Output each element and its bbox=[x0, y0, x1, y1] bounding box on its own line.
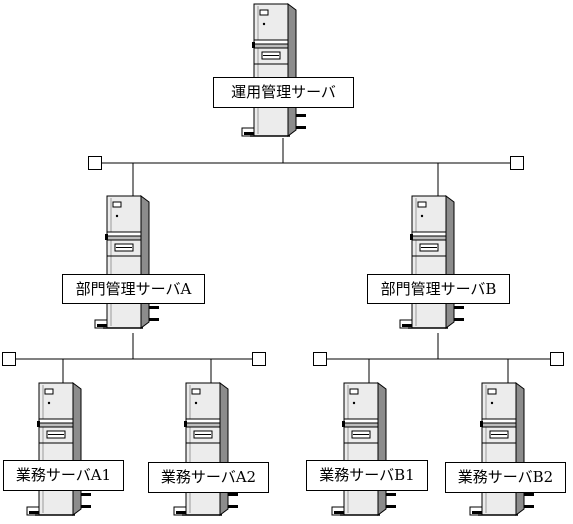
ops-server-tower-icon bbox=[240, 2, 310, 146]
dept-server-a-label: 部門管理サーバA bbox=[62, 274, 205, 304]
tower-server-icon bbox=[331, 382, 396, 516]
tower-server-icon bbox=[94, 195, 159, 329]
top-bus-right-terminator-icon bbox=[510, 156, 524, 170]
bus-b-left-terminator-icon bbox=[313, 352, 327, 366]
business-server-a2-tower-icon bbox=[172, 381, 242, 524]
dept-server-b-tower-icon bbox=[398, 194, 468, 338]
tower-server-icon bbox=[399, 195, 464, 329]
ops-server-label: 運用管理サーバ bbox=[213, 77, 354, 108]
business-server-b2-label: 業務サーバB2 bbox=[445, 462, 566, 493]
tower-server-icon bbox=[26, 382, 91, 516]
dept-server-b-label: 部門管理サーバB bbox=[367, 274, 510, 304]
business-server-b1-tower-icon bbox=[330, 381, 400, 524]
tower-server-icon bbox=[173, 382, 238, 516]
bus-b-right-terminator-icon bbox=[550, 352, 564, 366]
business-server-a1-label: 業務サーバA1 bbox=[3, 460, 124, 491]
bus-a-right-terminator-icon bbox=[252, 352, 266, 366]
bus-a-left-terminator-icon bbox=[2, 352, 16, 366]
business-server-a2-label: 業務サーバA2 bbox=[148, 462, 269, 493]
dept-server-a-tower-icon bbox=[93, 194, 163, 338]
business-server-b1-label: 業務サーバB1 bbox=[306, 460, 428, 491]
business-server-a1-tower-icon bbox=[25, 381, 95, 524]
top-bus-left-terminator-icon bbox=[88, 156, 102, 170]
business-server-b2-tower-icon bbox=[468, 381, 538, 524]
tower-server-icon bbox=[469, 382, 534, 516]
tower-server-icon bbox=[241, 3, 306, 137]
